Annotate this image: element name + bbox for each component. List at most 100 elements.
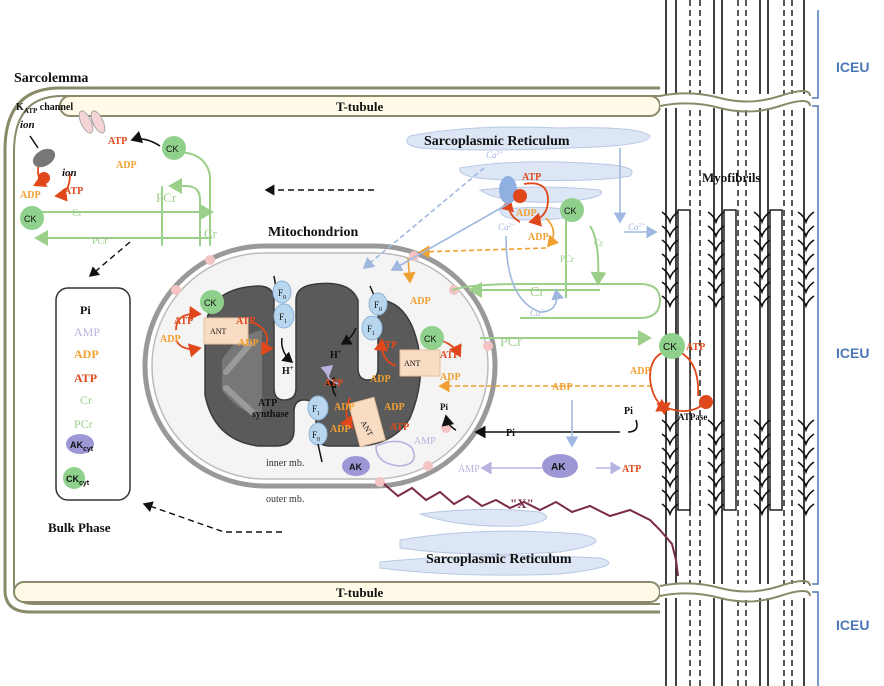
ak-cytosol: AK — [542, 454, 578, 478]
ant-transporter-right: ANT — [399, 349, 441, 377]
myosin-head — [707, 295, 725, 309]
atp-mito-left-inner: ATP — [236, 316, 255, 327]
ion-pump — [29, 135, 56, 184]
myosin-head — [707, 489, 725, 503]
t-tubule-top-label: T-tubule — [336, 99, 383, 114]
svg-text:ANT: ANT — [210, 327, 227, 336]
myosin-head — [753, 489, 771, 503]
myosin-head — [707, 211, 725, 225]
bulk-phase-label: Bulk Phase — [48, 520, 111, 535]
thick-filaments — [677, 209, 783, 511]
adp-mito-left: ADP — [160, 334, 181, 345]
z-line-top — [659, 90, 811, 113]
adp-sarcolemma-left: ADP — [20, 190, 41, 201]
ion-label-top: ion — [20, 119, 35, 131]
myosin-head — [661, 295, 679, 309]
ck-sr: CK — [560, 198, 584, 222]
amp-flows — [320, 364, 622, 475]
atp-synthase-label-2: synthase — [252, 409, 289, 420]
myosin-head — [797, 489, 815, 503]
mitochondrion-label: Mitochondrion — [268, 225, 358, 240]
myosin-head — [707, 503, 725, 517]
ca-label-2: Ca2+ — [498, 222, 516, 232]
pi-myofibril: Pi — [624, 406, 633, 417]
atp-sarcolemma-left: ATP — [64, 186, 83, 197]
sarcolemma-label: Sarcolemma — [14, 71, 88, 86]
f0-label-left: F0 — [278, 288, 286, 301]
myosin-head — [661, 433, 679, 447]
adp-mito-left-inner: ADP — [238, 338, 259, 349]
adp-mito-right-top: ADP — [410, 296, 431, 307]
myosin-head — [753, 295, 771, 309]
pi-mito: Pi — [440, 402, 448, 412]
myosin-head — [661, 461, 679, 475]
svg-text:CK: CK — [24, 214, 37, 224]
bulk-phase-box — [55, 287, 131, 501]
myosin-head — [797, 295, 815, 309]
atp-synthase-label-1: ATP — [258, 398, 277, 409]
sr-bottom-label: Sarcoplasmic Reticulum — [426, 552, 572, 567]
myosin-head — [661, 225, 679, 239]
myosin-head — [753, 433, 771, 447]
myosin-head — [661, 447, 679, 461]
bulk-adp: ADP — [74, 347, 99, 361]
myosin-head — [753, 239, 771, 253]
bulk-pcr: PCr — [74, 417, 93, 431]
myosin-head — [753, 225, 771, 239]
amp-cytosol: AMP — [458, 464, 480, 475]
atp-sarcolemma-top: ATP — [108, 136, 127, 147]
myosin-head — [753, 281, 771, 295]
atp-cytosol: ATP — [622, 464, 641, 475]
diffusion-dashed-arrows — [88, 184, 374, 533]
z-line-bottom — [659, 580, 811, 603]
myosin-head — [661, 489, 679, 503]
f0-label-right: F0 — [374, 300, 382, 313]
bulk-ak-cyt: AKcyt — [66, 434, 94, 454]
adp-cytosol: ADP — [552, 382, 573, 393]
h-plus-right: H+ — [330, 348, 342, 361]
myosin-head — [797, 419, 815, 433]
pcr-sr: PCr — [560, 254, 574, 264]
adp-mito-right-1: ADP — [440, 372, 461, 383]
myosin-head — [661, 239, 679, 253]
myosin-head — [797, 225, 815, 239]
bulk-amp: AMP — [74, 325, 100, 339]
bulk-cr: Cr — [80, 393, 92, 407]
myosin-head — [753, 211, 771, 225]
myosin-head — [661, 503, 679, 517]
myosin-head — [753, 447, 771, 461]
cr-sr: Cr — [594, 238, 603, 248]
atp-mito-bottom-1: ATP — [324, 378, 343, 389]
katp-channel — [78, 110, 106, 134]
ck-sarcolemma-top: CK — [162, 136, 186, 160]
atp-sr: ATP — [522, 172, 541, 183]
myosin-head — [753, 461, 771, 475]
atpase-myofibril — [699, 395, 713, 409]
f1-label-left: F1 — [279, 312, 287, 325]
iceu-label-middle: ICEU — [836, 345, 869, 361]
myosin-head — [753, 419, 771, 433]
ck-mitochondria-right: CK — [420, 326, 444, 350]
sarcoplasmic-reticulum-bottom — [379, 508, 610, 576]
myosin-head — [661, 419, 679, 433]
atp-mito-right-2: ATP — [378, 340, 397, 351]
myosin-head — [707, 281, 725, 295]
ion-label-bottom: ion — [62, 167, 77, 179]
ak-mitochondria: AK — [342, 456, 370, 476]
myosin-head — [707, 475, 725, 489]
myosin-head — [707, 225, 725, 239]
myofibrils-label: Myofibrils — [702, 170, 761, 185]
bulk-ck-cyt: CKcyt — [63, 467, 90, 489]
iceu-label-bottom: ICEU — [836, 617, 869, 633]
myosin-head — [707, 267, 725, 281]
katp-channel-label: KATP channel — [16, 102, 73, 115]
svg-text:ANT: ANT — [404, 359, 421, 368]
svg-text:AK: AK — [349, 462, 362, 472]
myosin-head — [797, 461, 815, 475]
adp-mito-bottom-3: ADP — [384, 402, 405, 413]
inner-membrane-label: inner mb. — [266, 458, 304, 469]
adp-mito-right-2: ADP — [370, 374, 391, 385]
x-factor-label: "X" — [510, 496, 534, 511]
sr-calcium-pump — [499, 176, 527, 204]
atp-synthase-bottom — [307, 395, 329, 463]
